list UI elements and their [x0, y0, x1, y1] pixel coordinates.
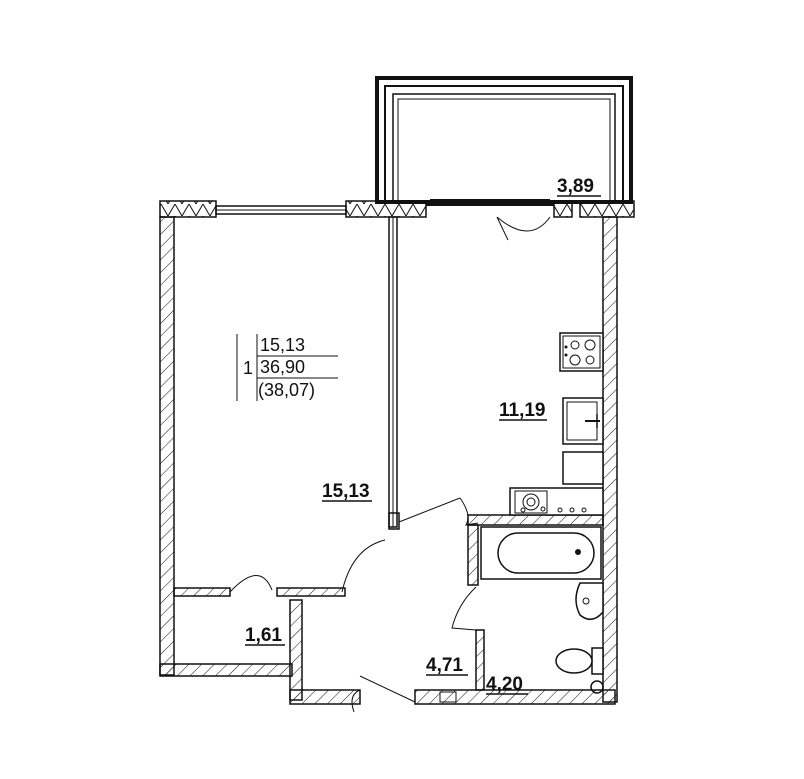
bottom-walls	[159, 599, 616, 705]
entrance-door	[351, 675, 416, 713]
washbasin	[575, 582, 604, 621]
hallway-door-left	[341, 539, 386, 593]
left-exterior-wall	[159, 216, 175, 676]
living-room-door	[398, 497, 479, 526]
partition-living-kitchen	[388, 216, 400, 530]
kitchen-stove	[559, 332, 604, 372]
legend-total-with-balcony: (38,07)	[258, 380, 315, 400]
legend-rooms: 1	[243, 358, 253, 378]
kitchen-sink	[562, 397, 604, 445]
balcony-door	[496, 216, 551, 241]
floor-drain	[590, 680, 604, 694]
washing-machine	[509, 487, 604, 516]
kitchen-counter	[562, 451, 604, 485]
area-label-hallway: 4,71	[426, 655, 463, 676]
area-label-closet: 1,61	[245, 625, 282, 646]
area-label-living-room: 15,13	[322, 481, 370, 502]
legend-total-area: 36,90	[260, 357, 305, 377]
area-label-kitchen: 11,19	[499, 400, 546, 421]
toilet	[555, 647, 604, 675]
area-label-bathroom: 4,20	[486, 674, 523, 695]
bathtub	[480, 526, 602, 580]
room-labels: 3,89 11,19 15,13 1,61 4,71 4,20	[245, 176, 601, 695]
right-exterior-wall	[602, 216, 618, 703]
top-exterior-wall	[159, 200, 635, 218]
area-label-balcony: 3,89	[557, 176, 594, 197]
legend-living-area: 15,13	[260, 335, 305, 355]
closet-partition	[173, 575, 346, 597]
area-legend: 1 15,13 36,90 (38,07)	[236, 334, 338, 401]
